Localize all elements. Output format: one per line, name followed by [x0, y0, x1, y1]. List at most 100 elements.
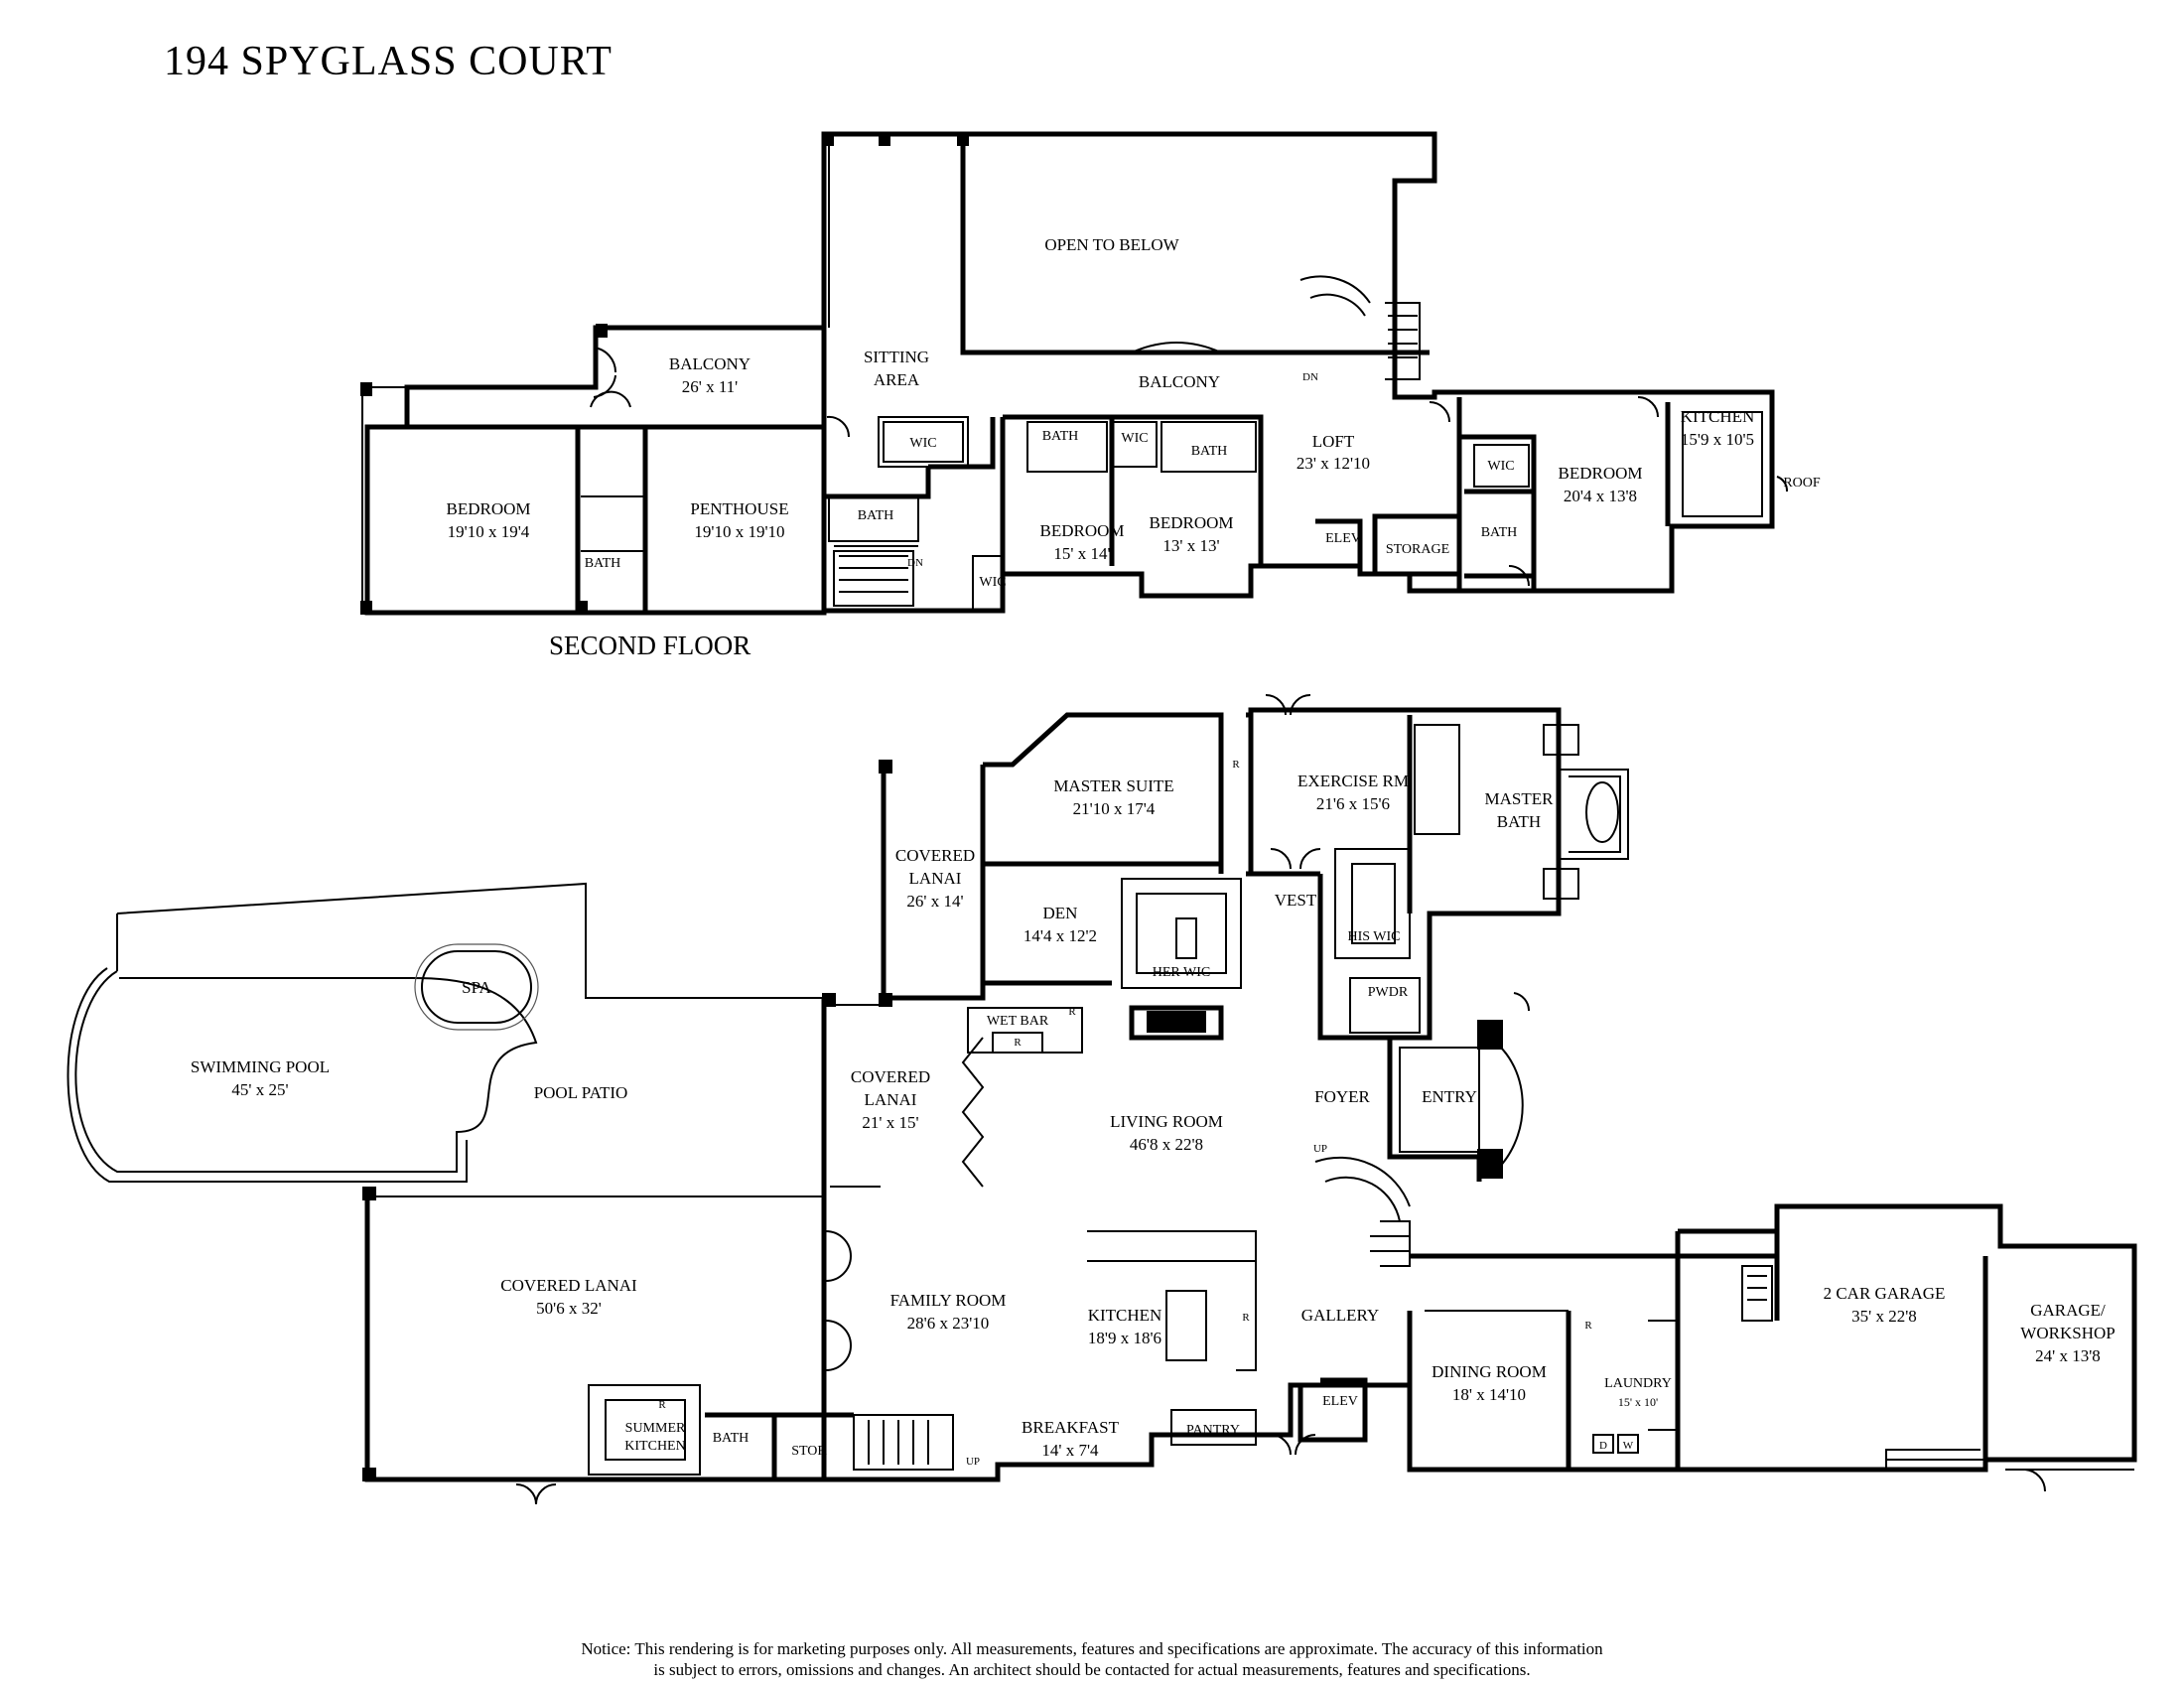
- room-bedroom-mid-2-dims: 13' x 13': [1162, 536, 1219, 555]
- room-garage-dims: 35' x 22'8: [1851, 1307, 1917, 1326]
- room-family-dims: 28'6 x 23'10: [907, 1314, 990, 1333]
- label-r-1: R: [1232, 759, 1240, 771]
- room-laundry-dims: 15' x 10': [1618, 1395, 1658, 1409]
- room-living: LIVING ROOM: [1110, 1112, 1223, 1131]
- room-loft: LOFT: [1312, 432, 1355, 451]
- label-dn-1: DN: [907, 557, 923, 569]
- room-living-dims: 46'8 x 22'8: [1130, 1135, 1203, 1154]
- label-wic-2: WIC: [979, 575, 1006, 590]
- room-den: DEN: [1043, 904, 1078, 922]
- label-bath-5: BATH: [1481, 525, 1518, 540]
- room-kitchen: KITCHEN: [1088, 1306, 1162, 1325]
- label-bath-1: BATH: [585, 556, 621, 571]
- room-exercise-dims: 21'6 x 15'6: [1316, 794, 1390, 813]
- room-spa: SPA: [462, 978, 491, 997]
- label-her-wic: HER WIC: [1153, 965, 1210, 980]
- label-up-2: UP: [966, 1456, 980, 1468]
- room-entry: ENTRY: [1422, 1087, 1477, 1106]
- room-covered-lanai-3: COVERED LANAI: [500, 1276, 637, 1295]
- first-floor-small-labels: LAUNDRY 15' x 10' SUMMER KITCHEN HIS WIC…: [624, 759, 1672, 1468]
- second-floor-labels: OPEN TO BELOW BALCONY 26' x 11' SITTING …: [446, 235, 1754, 563]
- room-vest: VEST: [1275, 891, 1317, 910]
- room-bedroom-right-dims: 20'4 x 13'8: [1564, 487, 1637, 505]
- room-gallery: GALLERY: [1301, 1306, 1379, 1325]
- room-workshop-dims: 24' x 13'8: [2035, 1346, 2101, 1365]
- room-penthouse: PENTHOUSE: [690, 499, 788, 518]
- label-stor: STOR: [791, 1444, 827, 1459]
- label-roof: ROOF: [1783, 476, 1821, 491]
- label-wet-bar: WET BAR: [987, 1014, 1049, 1029]
- room-pool-patio: POOL PATIO: [534, 1083, 628, 1102]
- room-pool-dims: 45' x 25': [231, 1080, 288, 1099]
- room-den-dims: 14'4 x 12'2: [1024, 926, 1097, 945]
- room-master-suite: MASTER SUITE: [1053, 776, 1173, 795]
- room-balcony-1-dims: 26' x 11': [682, 377, 739, 396]
- first-floor-labels: MASTER SUITE 21'10 x 17'4 EXERCISE RM 21…: [191, 772, 2116, 1460]
- room-balcony-2: BALCONY: [1139, 372, 1220, 391]
- room-master-bath-2: BATH: [1497, 812, 1541, 831]
- second-floor-walls: [360, 131, 1788, 616]
- label-his-wic: HIS WIC: [1347, 929, 1400, 944]
- label-r-6: R: [1068, 1006, 1076, 1018]
- room-bedroom-mid-2: BEDROOM: [1149, 513, 1233, 532]
- room-covered-lanai-2-dims: 21' x 15': [862, 1113, 918, 1132]
- room-breakfast: BREAKFAST: [1022, 1418, 1120, 1437]
- label-d: D: [1599, 1440, 1607, 1452]
- label-bath-3: BATH: [1042, 429, 1079, 444]
- disclaimer-notice: Notice: This rendering is for marketing …: [298, 1638, 1886, 1680]
- room-covered-lanai-2: COVERED: [851, 1067, 930, 1086]
- room-garage: 2 CAR GARAGE: [1824, 1284, 1946, 1303]
- room-covered-lanai-3-dims: 50'6 x 32': [536, 1299, 602, 1318]
- label-elev-2f: ELEV: [1325, 531, 1361, 546]
- room-laundry: LAUNDRY: [1604, 1376, 1672, 1391]
- room-sitting-area-2: AREA: [874, 370, 920, 389]
- room-covered-lanai-1-dims: 26' x 14': [906, 892, 963, 911]
- label-dn-2: DN: [1302, 371, 1318, 383]
- room-summer-kitchen: SUMMER: [625, 1421, 686, 1436]
- label-r-3: R: [658, 1399, 666, 1411]
- label-r-4: R: [1242, 1312, 1250, 1324]
- label-w: W: [1623, 1440, 1634, 1452]
- room-dining: DINING ROOM: [1432, 1362, 1547, 1381]
- room-workshop-b: WORKSHOP: [2020, 1324, 2115, 1342]
- room-loft-dims: 23' x 12'10: [1297, 454, 1370, 473]
- label-bath-1f: BATH: [713, 1431, 750, 1446]
- label-elev-1f: ELEV: [1322, 1394, 1358, 1409]
- room-bedroom-mid-1: BEDROOM: [1039, 521, 1124, 540]
- room-master-suite-dims: 21'10 x 17'4: [1073, 799, 1156, 818]
- label-wic-1: WIC: [909, 436, 936, 451]
- notice-line-1: Notice: This rendering is for marketing …: [581, 1639, 1603, 1658]
- room-bedroom-left: BEDROOM: [446, 499, 530, 518]
- room-bedroom-mid-1-dims: 15' x 14': [1053, 544, 1110, 563]
- room-bedroom-right: BEDROOM: [1558, 464, 1642, 483]
- label-up-1: UP: [1313, 1143, 1327, 1155]
- room-balcony-1: BALCONY: [669, 354, 751, 373]
- room-family: FAMILY ROOM: [890, 1291, 1007, 1310]
- room-pool: SWIMMING POOL: [191, 1057, 330, 1076]
- room-covered-lanai-2-b: LANAI: [865, 1090, 917, 1109]
- room-penthouse-dims: 19'10 x 19'10: [694, 522, 784, 541]
- room-workshop: GARAGE/: [2030, 1301, 2106, 1320]
- room-dining-dims: 18' x 14'10: [1452, 1385, 1526, 1404]
- first-floor-walls: [67, 694, 2137, 1505]
- label-pwdr: PWDR: [1368, 985, 1409, 1000]
- room-master-bath: MASTER: [1485, 789, 1555, 808]
- label-wic-3: WIC: [1121, 431, 1148, 446]
- room-breakfast-dims: 14' x 7'4: [1041, 1441, 1099, 1460]
- label-bath-4: BATH: [1191, 444, 1228, 459]
- label-r-2: R: [1014, 1037, 1022, 1049]
- room-open-to-below: OPEN TO BELOW: [1044, 235, 1179, 254]
- label-bath-2: BATH: [858, 508, 894, 523]
- room-sitting-area: SITTING: [864, 348, 929, 366]
- room-summer-kitchen-2: KITCHEN: [624, 1439, 685, 1454]
- room-kitchen-dims: 18'9 x 18'6: [1088, 1329, 1161, 1347]
- room-covered-lanai-1-b: LANAI: [909, 869, 962, 888]
- second-floor-small-labels: WIC WIC WIC WIC BATH BATH BATH BATH BATH…: [585, 371, 1821, 590]
- room-foyer: FOYER: [1314, 1087, 1370, 1106]
- room-bedroom-left-dims: 19'10 x 19'4: [448, 522, 530, 541]
- room-exercise: EXERCISE RM: [1297, 772, 1409, 790]
- room-covered-lanai-1: COVERED: [895, 846, 975, 865]
- plan-title: 194 SPYGLASS COURT: [164, 39, 613, 84]
- notice-line-2: is subject to errors, omissions and chan…: [653, 1660, 1531, 1679]
